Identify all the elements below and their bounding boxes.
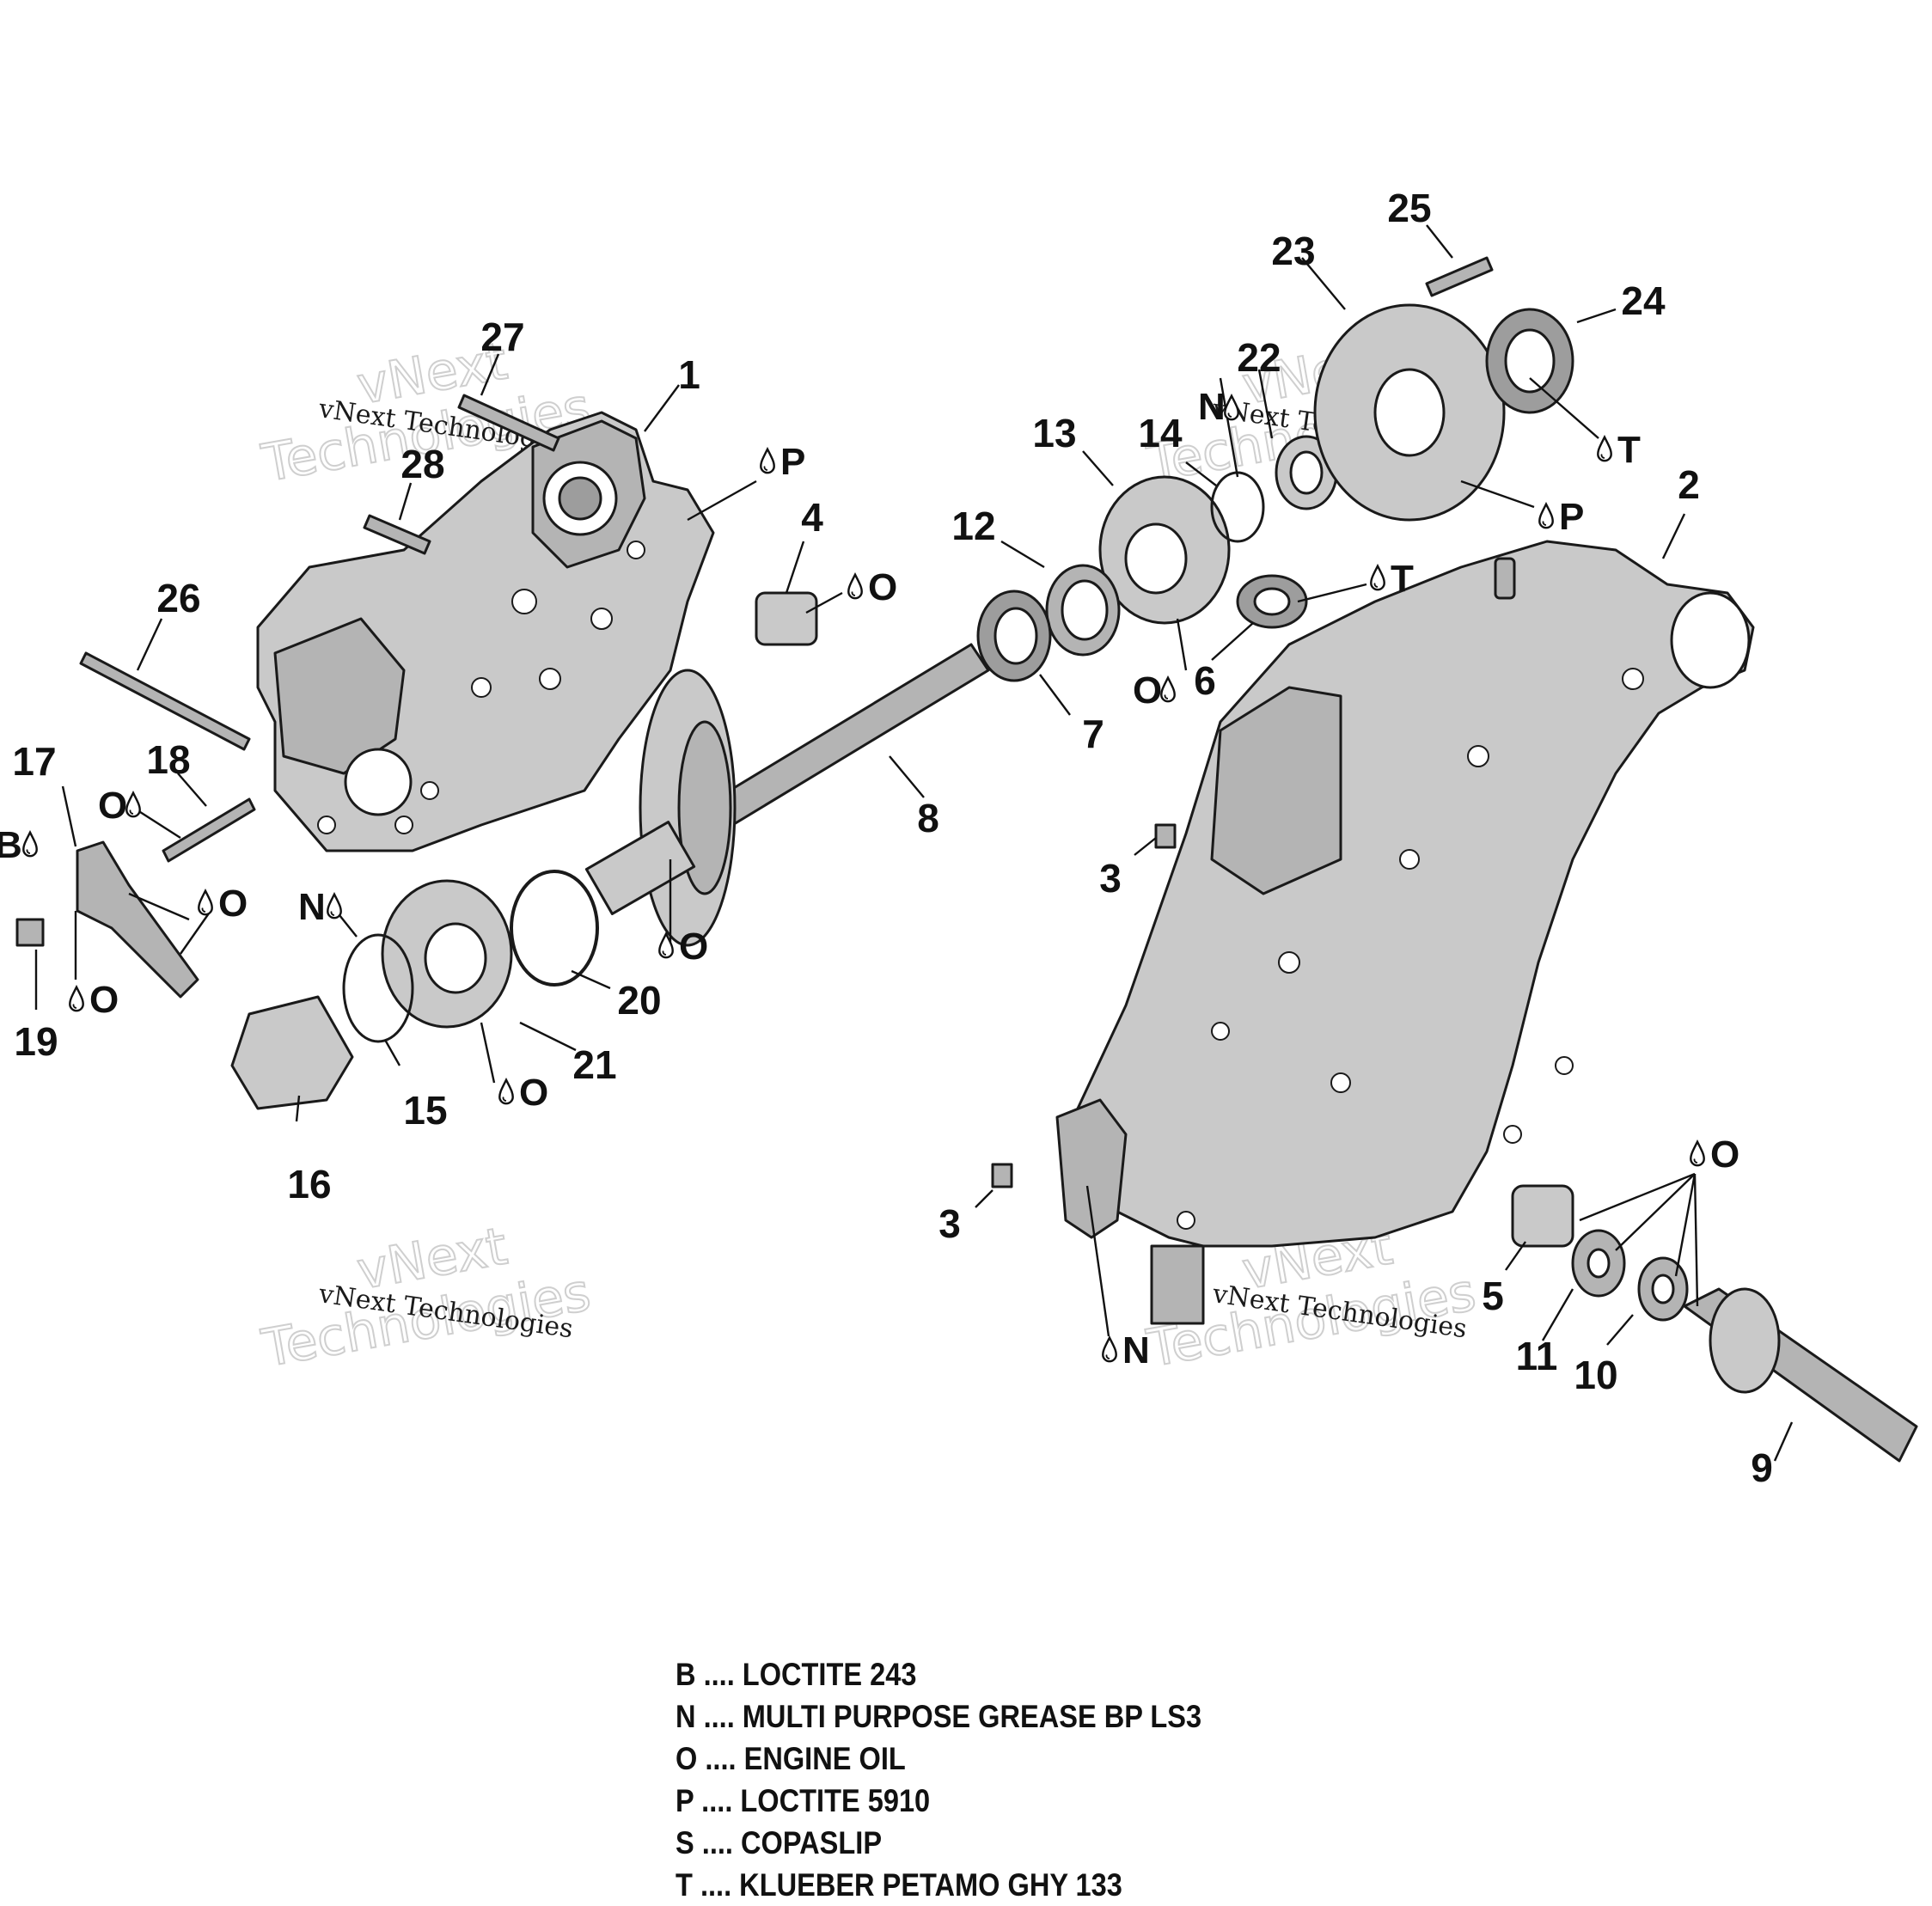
washer-11 (1571, 1229, 1626, 1298)
bearing-13 (1098, 475, 1231, 625)
callout-15: 15 (403, 1088, 447, 1133)
bolts (15, 256, 1494, 1188)
callout-20: 20 (617, 978, 661, 1023)
lubricant-marks: P O O T N P T O O B O O N O O N (0, 386, 1739, 1371)
callout-8: 8 (917, 796, 939, 840)
callout-12: 12 (951, 504, 995, 548)
svg-text:N: N (1198, 386, 1226, 428)
oring-20 (510, 870, 599, 987)
callout-28: 28 (400, 442, 444, 486)
callout-17: 17 (12, 739, 56, 784)
callout-4: 4 (801, 495, 823, 540)
svg-text:T: T (1617, 429, 1641, 471)
callout-10: 10 (1574, 1353, 1617, 1397)
needle-bearing-5 (1511, 1184, 1574, 1248)
lube-mark-o-19: O (69, 979, 119, 1021)
legend-row-n: N .... MULTI PURPOSE GREASE BP LS3 (676, 1699, 1202, 1734)
lube-mark-o-10: O (1690, 1133, 1739, 1176)
legend-row-b: B .... LOCTITE 243 (676, 1657, 917, 1692)
lube-mark-t-24: T (1597, 429, 1641, 471)
lube-mark-o-13: O (1133, 669, 1176, 712)
lube-mark-b-19: B (0, 824, 38, 866)
watermark-bottom-left: vNext Technologies vNext Technologies (256, 1215, 596, 1380)
lubricant-legend: B .... LOCTITE 243 N .... MULTI PURPOSE … (676, 1653, 1274, 1906)
svg-text:O: O (868, 566, 897, 608)
callout-24: 24 (1621, 278, 1666, 323)
svg-text:O: O (89, 979, 119, 1021)
lube-mark-o-17: O (198, 883, 248, 925)
callout-5: 5 (1482, 1274, 1504, 1318)
callout-9: 9 (1751, 1445, 1773, 1490)
lube-mark-n-15: N (298, 886, 342, 928)
callout-22: 22 (1237, 335, 1281, 380)
lube-mark-p-1: P (760, 441, 805, 483)
needle-bearing-4 (755, 591, 818, 646)
lube-mark-o-18: O (98, 785, 141, 827)
pinion-shaft-9 (1683, 1287, 1918, 1463)
svg-text:O: O (1710, 1133, 1739, 1176)
callout-2: 2 (1678, 462, 1700, 507)
callout-3a: 3 (1099, 856, 1122, 901)
cover-23 (1313, 303, 1506, 522)
oring-15 (342, 933, 414, 1043)
callout-25: 25 (1387, 186, 1431, 230)
svg-text:N: N (1122, 1329, 1150, 1371)
svg-text:P: P (1559, 496, 1584, 538)
lube-mark-o-8: O (658, 926, 708, 968)
callout-14: 14 (1138, 411, 1183, 455)
lube-mark-o-21: O (498, 1072, 548, 1114)
seal-24 (1485, 308, 1574, 414)
callout-13: 13 (1032, 411, 1076, 455)
callout-21: 21 (572, 1042, 616, 1087)
callout-3b: 3 (938, 1201, 961, 1246)
legend-row-s: S .... COPASLIP (676, 1825, 883, 1860)
shaft-gear-8 (584, 643, 990, 947)
legend-row-t: T .... KLUEBER PETAMO GHY 133 (676, 1867, 1122, 1903)
svg-text:O: O (98, 785, 127, 827)
callout-23: 23 (1271, 229, 1315, 273)
shift-fork-17 (76, 840, 199, 999)
washer-10 (1637, 1256, 1689, 1322)
svg-text:T: T (1391, 558, 1414, 600)
lube-mark-t-6: T (1370, 558, 1414, 600)
lube-mark-o-4: O (847, 566, 897, 608)
callout-18: 18 (146, 737, 190, 782)
lube-mark-p-23: P (1538, 496, 1584, 538)
svg-text:N: N (298, 886, 326, 928)
lube-mark-n-2: N (1102, 1329, 1150, 1371)
svg-text:O: O (218, 883, 248, 925)
bearing-21 (381, 879, 513, 1029)
callout-27: 27 (480, 315, 524, 359)
leader-lines (34, 224, 1794, 1462)
callout-26: 26 (156, 576, 200, 620)
sleeve-16 (230, 995, 354, 1110)
left-housing (256, 411, 715, 852)
svg-text:O: O (679, 926, 708, 968)
callout-11: 11 (1516, 1334, 1558, 1378)
lube-mark-n-14: N (1198, 386, 1239, 428)
right-housing (1055, 540, 1755, 1325)
svg-text:B: B (0, 824, 22, 866)
oring-14 (1210, 471, 1265, 543)
legend-row-o: O .... ENGINE OIL (676, 1741, 906, 1776)
callout-1: 1 (678, 352, 700, 397)
callout-19: 19 (14, 1019, 58, 1064)
svg-text:O: O (519, 1072, 548, 1114)
callout-numbers: 1 2 3 3 4 5 6 7 8 9 10 11 12 13 14 15 16… (12, 186, 1772, 1490)
seal-7 (976, 590, 1052, 682)
callout-6: 6 (1194, 658, 1216, 703)
callout-7: 7 (1082, 712, 1104, 756)
legend-row-p: P .... LOCTITE 5910 (676, 1783, 931, 1818)
washer-12 (1045, 564, 1121, 657)
callout-16: 16 (287, 1162, 331, 1207)
seal-6 (1236, 574, 1308, 629)
svg-text:O: O (1133, 669, 1162, 712)
svg-text:P: P (780, 441, 805, 483)
